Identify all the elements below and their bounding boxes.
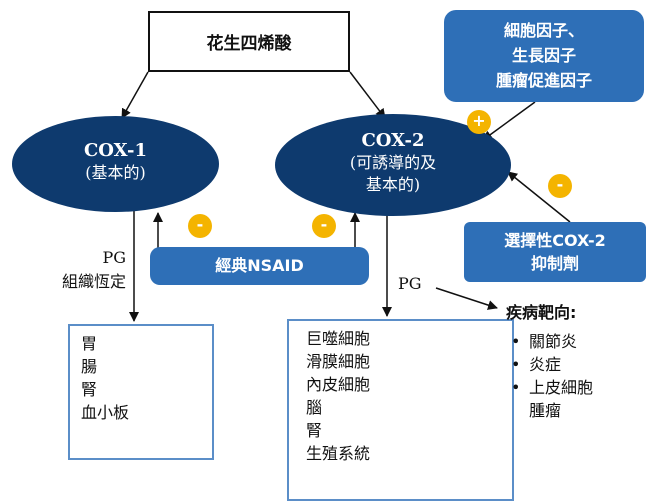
classic-nsaid-label: 經典NSAID [215, 256, 304, 275]
target-endothelial-cell: 內皮細胞 [306, 375, 371, 394]
growth-factors-box: 細胞因子、 生長因子 腫瘤促進因子 [444, 10, 644, 102]
cox2-subtitle-line2: 基本的) [365, 175, 421, 194]
target-kidney: 腎 [306, 421, 323, 440]
target-reproductive-system: 生殖系統 [306, 444, 371, 463]
disease-item-label: 炎症 [529, 355, 562, 374]
arrow-aa-to-cox2 [349, 71, 386, 119]
growth-factors-line2: 生長因子 [511, 46, 576, 65]
cox1-title: COX-1 [83, 140, 147, 161]
cox1-ellipse: COX-1 (基本的) [12, 116, 219, 212]
minus-sign-icon: - [188, 214, 212, 238]
disease-target-list: • 關節炎 • 炎症 • 上皮細胞 腫瘤 [511, 330, 593, 422]
target-brain: 腦 [306, 398, 323, 417]
cox2-title: COX-2 [361, 130, 425, 151]
disease-target-title: 疾病靶向: [506, 303, 577, 322]
target-kidney: 腎 [81, 380, 98, 399]
disease-item: • 關節炎 [511, 330, 593, 353]
disease-item: • 炎症 [511, 353, 593, 376]
target-macrophage: 巨噬細胞 [306, 329, 371, 348]
target-platelet: 血小板 [81, 403, 130, 422]
growth-factors-line3: 腫瘤促進因子 [495, 71, 592, 90]
cox-pathway-diagram: 花生四烯酸 COX-1 (基本的) COX-2 (可誘導的及 基本的) 細胞因子… [12, 10, 646, 501]
disease-item-label: 關節炎 [529, 332, 578, 351]
minus-sign-icon: - [548, 174, 572, 198]
target-stomach: 胃 [81, 334, 98, 353]
selective-inhibitor-line1: 選擇性COX-2 [504, 231, 606, 250]
target-intestine: 腸 [81, 357, 98, 376]
arachidonic-acid-label: 花生四烯酸 [206, 34, 292, 54]
cox1-subtitle: (基本的) [85, 163, 146, 182]
pg-right-label: PG [398, 274, 422, 293]
minus-sign-icon: - [312, 214, 336, 238]
target-synovial-cell: 滑膜細胞 [306, 352, 371, 371]
classic-nsaid-box: 經典NSAID [150, 247, 369, 285]
bullet-icon: • [511, 332, 521, 351]
cox2-subtitle-line1: (可誘導的及 [349, 153, 437, 172]
pg-left-label: PG 組織恆定 [56, 246, 126, 294]
connector-arrows [121, 71, 571, 322]
disease-item-continuation: 腫瘤 [529, 401, 562, 420]
bullet-icon: • [511, 355, 521, 374]
pg-left-line1: PG [102, 248, 126, 267]
pg-left-line2: 組織恆定 [61, 272, 126, 291]
selective-inhibitor-line2: 抑制劑 [530, 254, 579, 273]
cox1-targets-box: 胃 腸 腎 血小板 [68, 324, 214, 460]
arachidonic-acid-box: 花生四烯酸 [148, 11, 350, 72]
arrow-selective-to-cox2 [507, 171, 571, 223]
growth-factors-line1: 細胞因子、 [503, 21, 584, 40]
bullet-icon: • [511, 378, 521, 397]
arrow-pg-to-disease [435, 287, 498, 310]
arrow-factors-to-cox2 [482, 101, 536, 141]
cox2-targets-box: 巨噬細胞 滑膜細胞 內皮細胞 腦 腎 生殖系統 [287, 319, 514, 501]
disease-item-label: 上皮細胞 [529, 378, 594, 397]
plus-sign-icon: + [467, 110, 491, 134]
arrow-aa-to-cox1 [121, 71, 149, 119]
selective-cox2-inhibitor-box: 選擇性COX-2 抑制劑 [464, 222, 646, 282]
disease-item: • 上皮細胞 [511, 376, 593, 399]
